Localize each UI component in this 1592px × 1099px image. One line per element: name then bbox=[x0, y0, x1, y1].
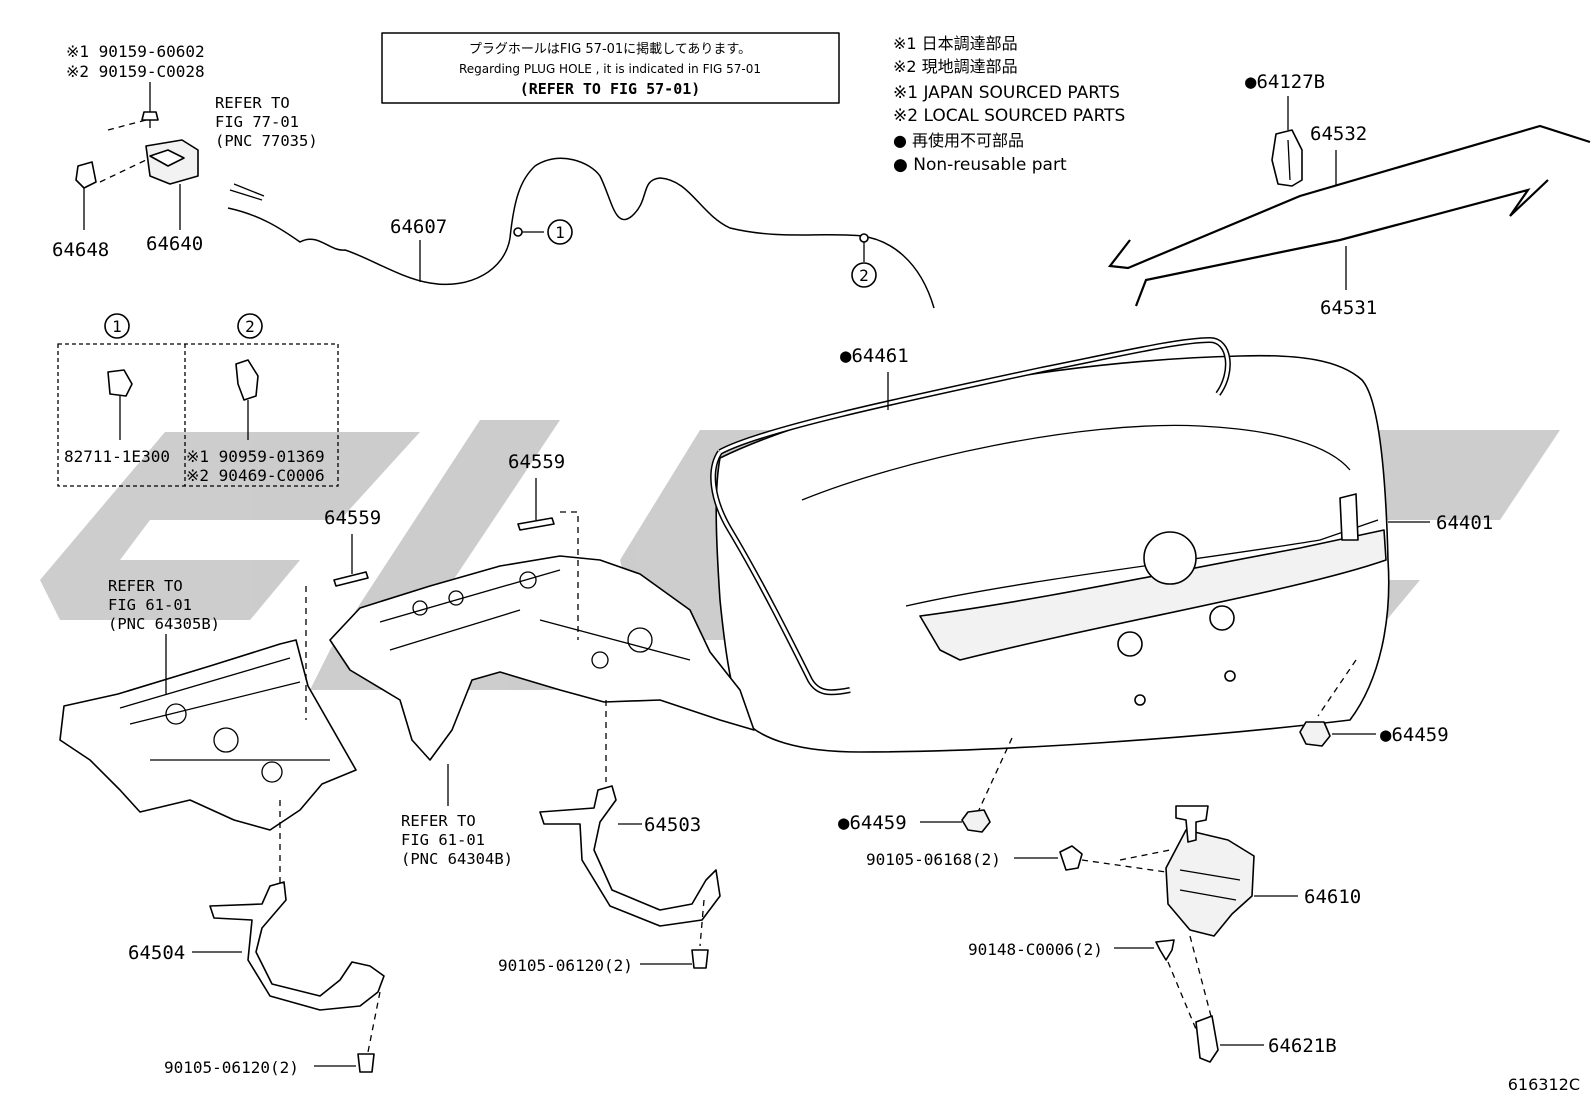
plug-hole-note: プラグホールはFIG 57-01に掲載してあります。 Regarding PLU… bbox=[381, 32, 840, 104]
note-jp-text: プラグホールはFIG 57-01に掲載してあります。 bbox=[469, 41, 751, 57]
part-90148-c0006-label[interactable]: 90148-C0006(2) bbox=[968, 940, 1103, 959]
part-90959-01369-label[interactable]: ※1 90959-01369 bbox=[186, 447, 325, 466]
cushion-64459-right: ●64459 bbox=[1299, 659, 1449, 747]
refer-77-line-3: (PNC 77035) bbox=[215, 132, 318, 150]
torsion-bar-64531 bbox=[1134, 179, 1549, 307]
figure-code: 616312C bbox=[1508, 1075, 1580, 1094]
refer-61a-line-3: (PNC 64305B) bbox=[108, 615, 220, 633]
hinge-64503: 64503 90105-06120(2) bbox=[498, 700, 721, 975]
part-64459-right-label[interactable]: ●64459 bbox=[1380, 724, 1449, 746]
callout-1-marker bbox=[547, 219, 573, 245]
part-90159-60602-label[interactable]: ※1 90159-60602 bbox=[66, 42, 205, 61]
part-90105-06168-label[interactable]: 90105-06168(2) bbox=[866, 850, 1001, 869]
cushion-64459-left: ●64459 bbox=[838, 737, 1013, 834]
part-64607-label[interactable]: 64607 bbox=[390, 216, 447, 238]
detail-callout-2: 2 bbox=[245, 317, 255, 336]
striker-64621b: 64621B bbox=[1195, 1015, 1337, 1063]
legend-en-2: ※2 LOCAL SOURCED PARTS bbox=[893, 106, 1125, 126]
legend-nonreuse-jp: ● 再使用不可部品 bbox=[893, 131, 1024, 150]
torsion-bar-64532 bbox=[1107, 124, 1591, 270]
clip-64648 bbox=[75, 161, 97, 189]
part-90469-c0006-label[interactable]: ※2 90469-C0006 bbox=[186, 466, 325, 485]
note-en-text: Regarding PLUG HOLE , it is indicated in… bbox=[459, 62, 761, 76]
callout-2-marker bbox=[851, 262, 877, 288]
callout-detail-box: 1 2 82711-1E300 ※1 90959-01369 ※2 90469-… bbox=[57, 313, 339, 487]
part-64401-label[interactable]: 64401 bbox=[1436, 512, 1493, 534]
part-64532-label[interactable]: 64532 bbox=[1310, 123, 1367, 145]
luggage-door-64401: 64401 bbox=[715, 354, 1493, 753]
legend-en-1: ※1 JAPAN SOURCED PARTS bbox=[893, 83, 1120, 103]
bolt-64559-center: 64559 bbox=[508, 451, 579, 640]
legend: ※1 日本調達部品 ※2 現地調達部品 ※1 JAPAN SOURCED PAR… bbox=[893, 34, 1125, 175]
refer-fig-77-01: REFER TO FIG 77-01 (PNC 77035) bbox=[215, 94, 318, 201]
refer-61b-line-2: FIG 61-01 bbox=[401, 831, 485, 849]
legend-nonreuse-en: ● Non-reusable part bbox=[893, 155, 1067, 175]
refer-77-line-2: FIG 77-01 bbox=[215, 113, 299, 131]
screw-90159 bbox=[141, 111, 159, 121]
clamp-90959 bbox=[235, 359, 259, 401]
part-64461-label[interactable]: ●64461 bbox=[840, 345, 909, 367]
part-64648-label[interactable]: 64648 bbox=[52, 239, 109, 261]
clamp-82711 bbox=[107, 369, 133, 397]
refer-61a-line-2: FIG 61-01 bbox=[108, 596, 192, 614]
callout-1-label: 1 bbox=[555, 223, 565, 242]
detail-callout-1: 1 bbox=[112, 317, 122, 336]
part-64504-label[interactable]: 64504 bbox=[128, 942, 185, 964]
hinge-64504: 64504 90105-06120(2) bbox=[128, 800, 385, 1077]
callout-2-label: 2 bbox=[859, 266, 869, 285]
part-64621b-label[interactable]: 64621B bbox=[1268, 1035, 1337, 1057]
refer-61a-line-1: REFER TO bbox=[108, 577, 183, 595]
part-64503-label[interactable]: 64503 bbox=[644, 814, 701, 836]
legend-jp-2: ※2 現地調達部品 bbox=[893, 57, 1018, 76]
opener-switch-group: ※1 90159-60602 ※2 90159-C0028 64648 6464… bbox=[52, 42, 205, 261]
note-ref-text: (REFER TO FIG 57-01) bbox=[520, 80, 701, 98]
bar-holder-64127b bbox=[1271, 129, 1303, 187]
rear-panel-center: REFER TO FIG 61-01 (PNC 64304B) bbox=[329, 555, 755, 868]
part-90105-06120-left-label[interactable]: 90105-06120(2) bbox=[164, 1058, 299, 1077]
part-90105-06120-center-label[interactable]: 90105-06120(2) bbox=[498, 956, 633, 975]
refer-61b-line-1: REFER TO bbox=[401, 812, 476, 830]
rear-panel-left: REFER TO FIG 61-01 (PNC 64305B) bbox=[59, 577, 357, 831]
part-64559-left-label[interactable]: 64559 bbox=[324, 507, 381, 529]
refer-77-line-1: REFER TO bbox=[215, 94, 290, 112]
release-cable-64607: 1 2 64607 bbox=[227, 157, 935, 309]
weatherstrip-64461: ●64461 bbox=[710, 336, 1231, 696]
legend-jp-1: ※1 日本調達部品 bbox=[893, 34, 1018, 53]
torsion-bar-group: ●64127B 64532 64531 bbox=[1107, 71, 1591, 319]
part-64531-label[interactable]: 64531 bbox=[1320, 297, 1377, 319]
bolt-64559-left: 64559 bbox=[305, 507, 381, 720]
part-82711-1e300-label[interactable]: 82711-1E300 bbox=[64, 447, 170, 466]
part-90159-c0028-label[interactable]: ※2 90159-C0028 bbox=[66, 62, 205, 81]
part-64559-center-label[interactable]: 64559 bbox=[508, 451, 565, 473]
lock-assembly-64610: 64610 90105-06168(2) 90148-C0006(2) bbox=[866, 805, 1361, 1035]
part-64640-label[interactable]: 64640 bbox=[146, 233, 203, 255]
part-64127b-label[interactable]: ●64127B bbox=[1245, 71, 1325, 93]
refer-61b-line-3: (PNC 64304B) bbox=[401, 850, 513, 868]
part-64610-label[interactable]: 64610 bbox=[1304, 886, 1361, 908]
part-64459-left-label[interactable]: ●64459 bbox=[838, 812, 907, 834]
